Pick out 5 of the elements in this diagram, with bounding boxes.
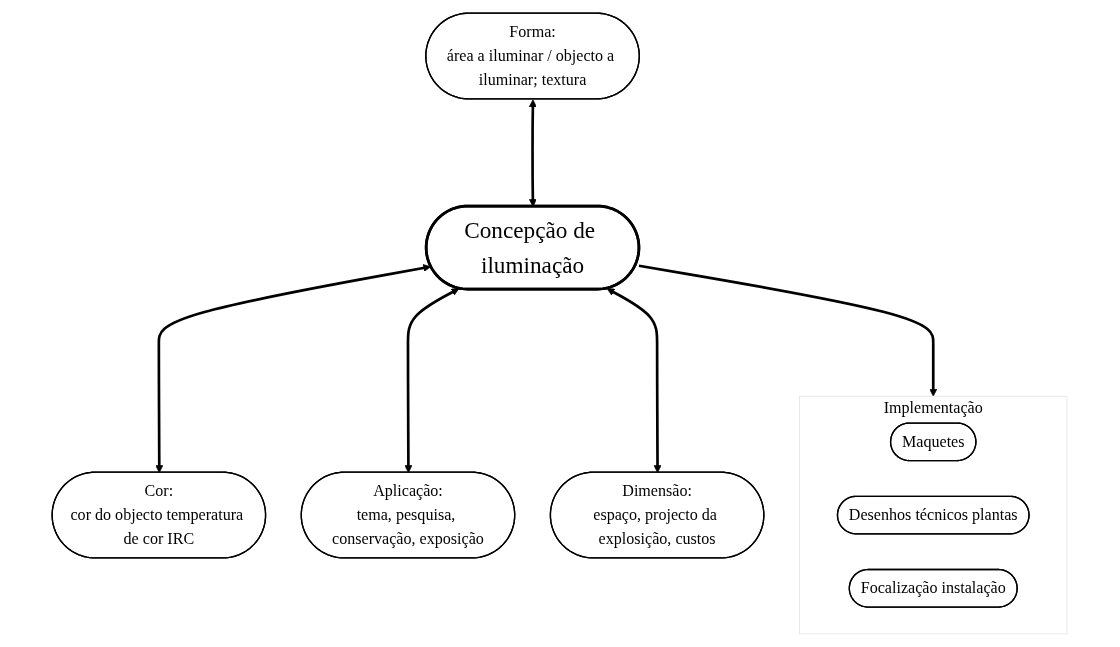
arrow <box>639 264 938 397</box>
arrow <box>529 99 538 207</box>
arrow <box>155 264 432 473</box>
arrow <box>607 288 662 473</box>
arrow <box>404 288 460 473</box>
